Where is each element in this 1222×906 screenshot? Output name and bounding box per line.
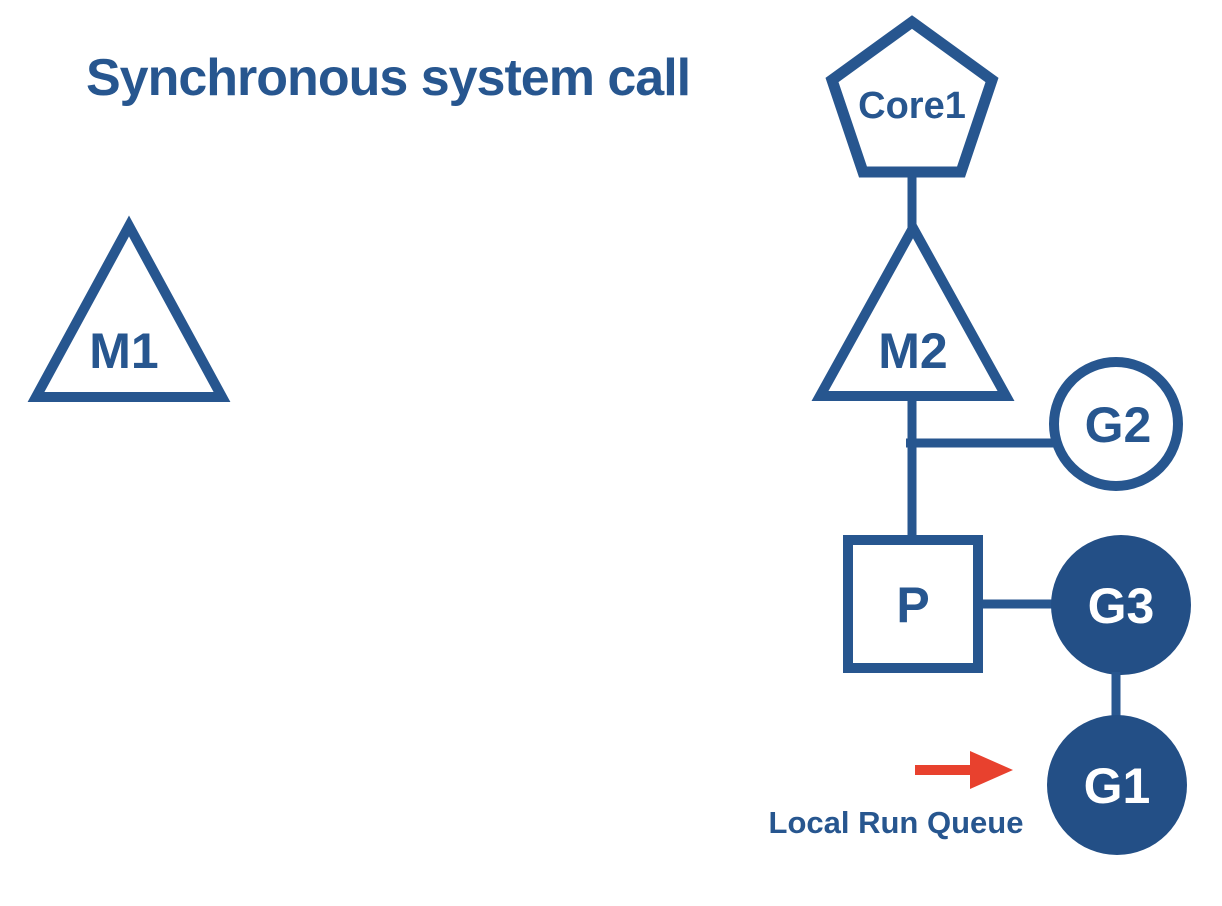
g2-label: G2 — [1085, 397, 1152, 453]
local-run-queue-label: Local Run Queue — [769, 805, 1024, 840]
g3-label: G3 — [1088, 578, 1155, 634]
g1-circle — [1047, 715, 1187, 855]
page-title: Synchronous system call — [86, 49, 690, 107]
m2-label: M2 — [878, 323, 947, 379]
m1-triangle — [27, 215, 231, 402]
g3-circle — [1051, 535, 1191, 675]
g2-circle — [1049, 357, 1183, 491]
red-arrow-right-icon — [915, 751, 1013, 789]
core1-label: Core1 — [858, 85, 966, 127]
m1-label: M1 — [89, 323, 158, 379]
p-label: P — [896, 577, 929, 633]
g1-label: G1 — [1084, 758, 1151, 814]
